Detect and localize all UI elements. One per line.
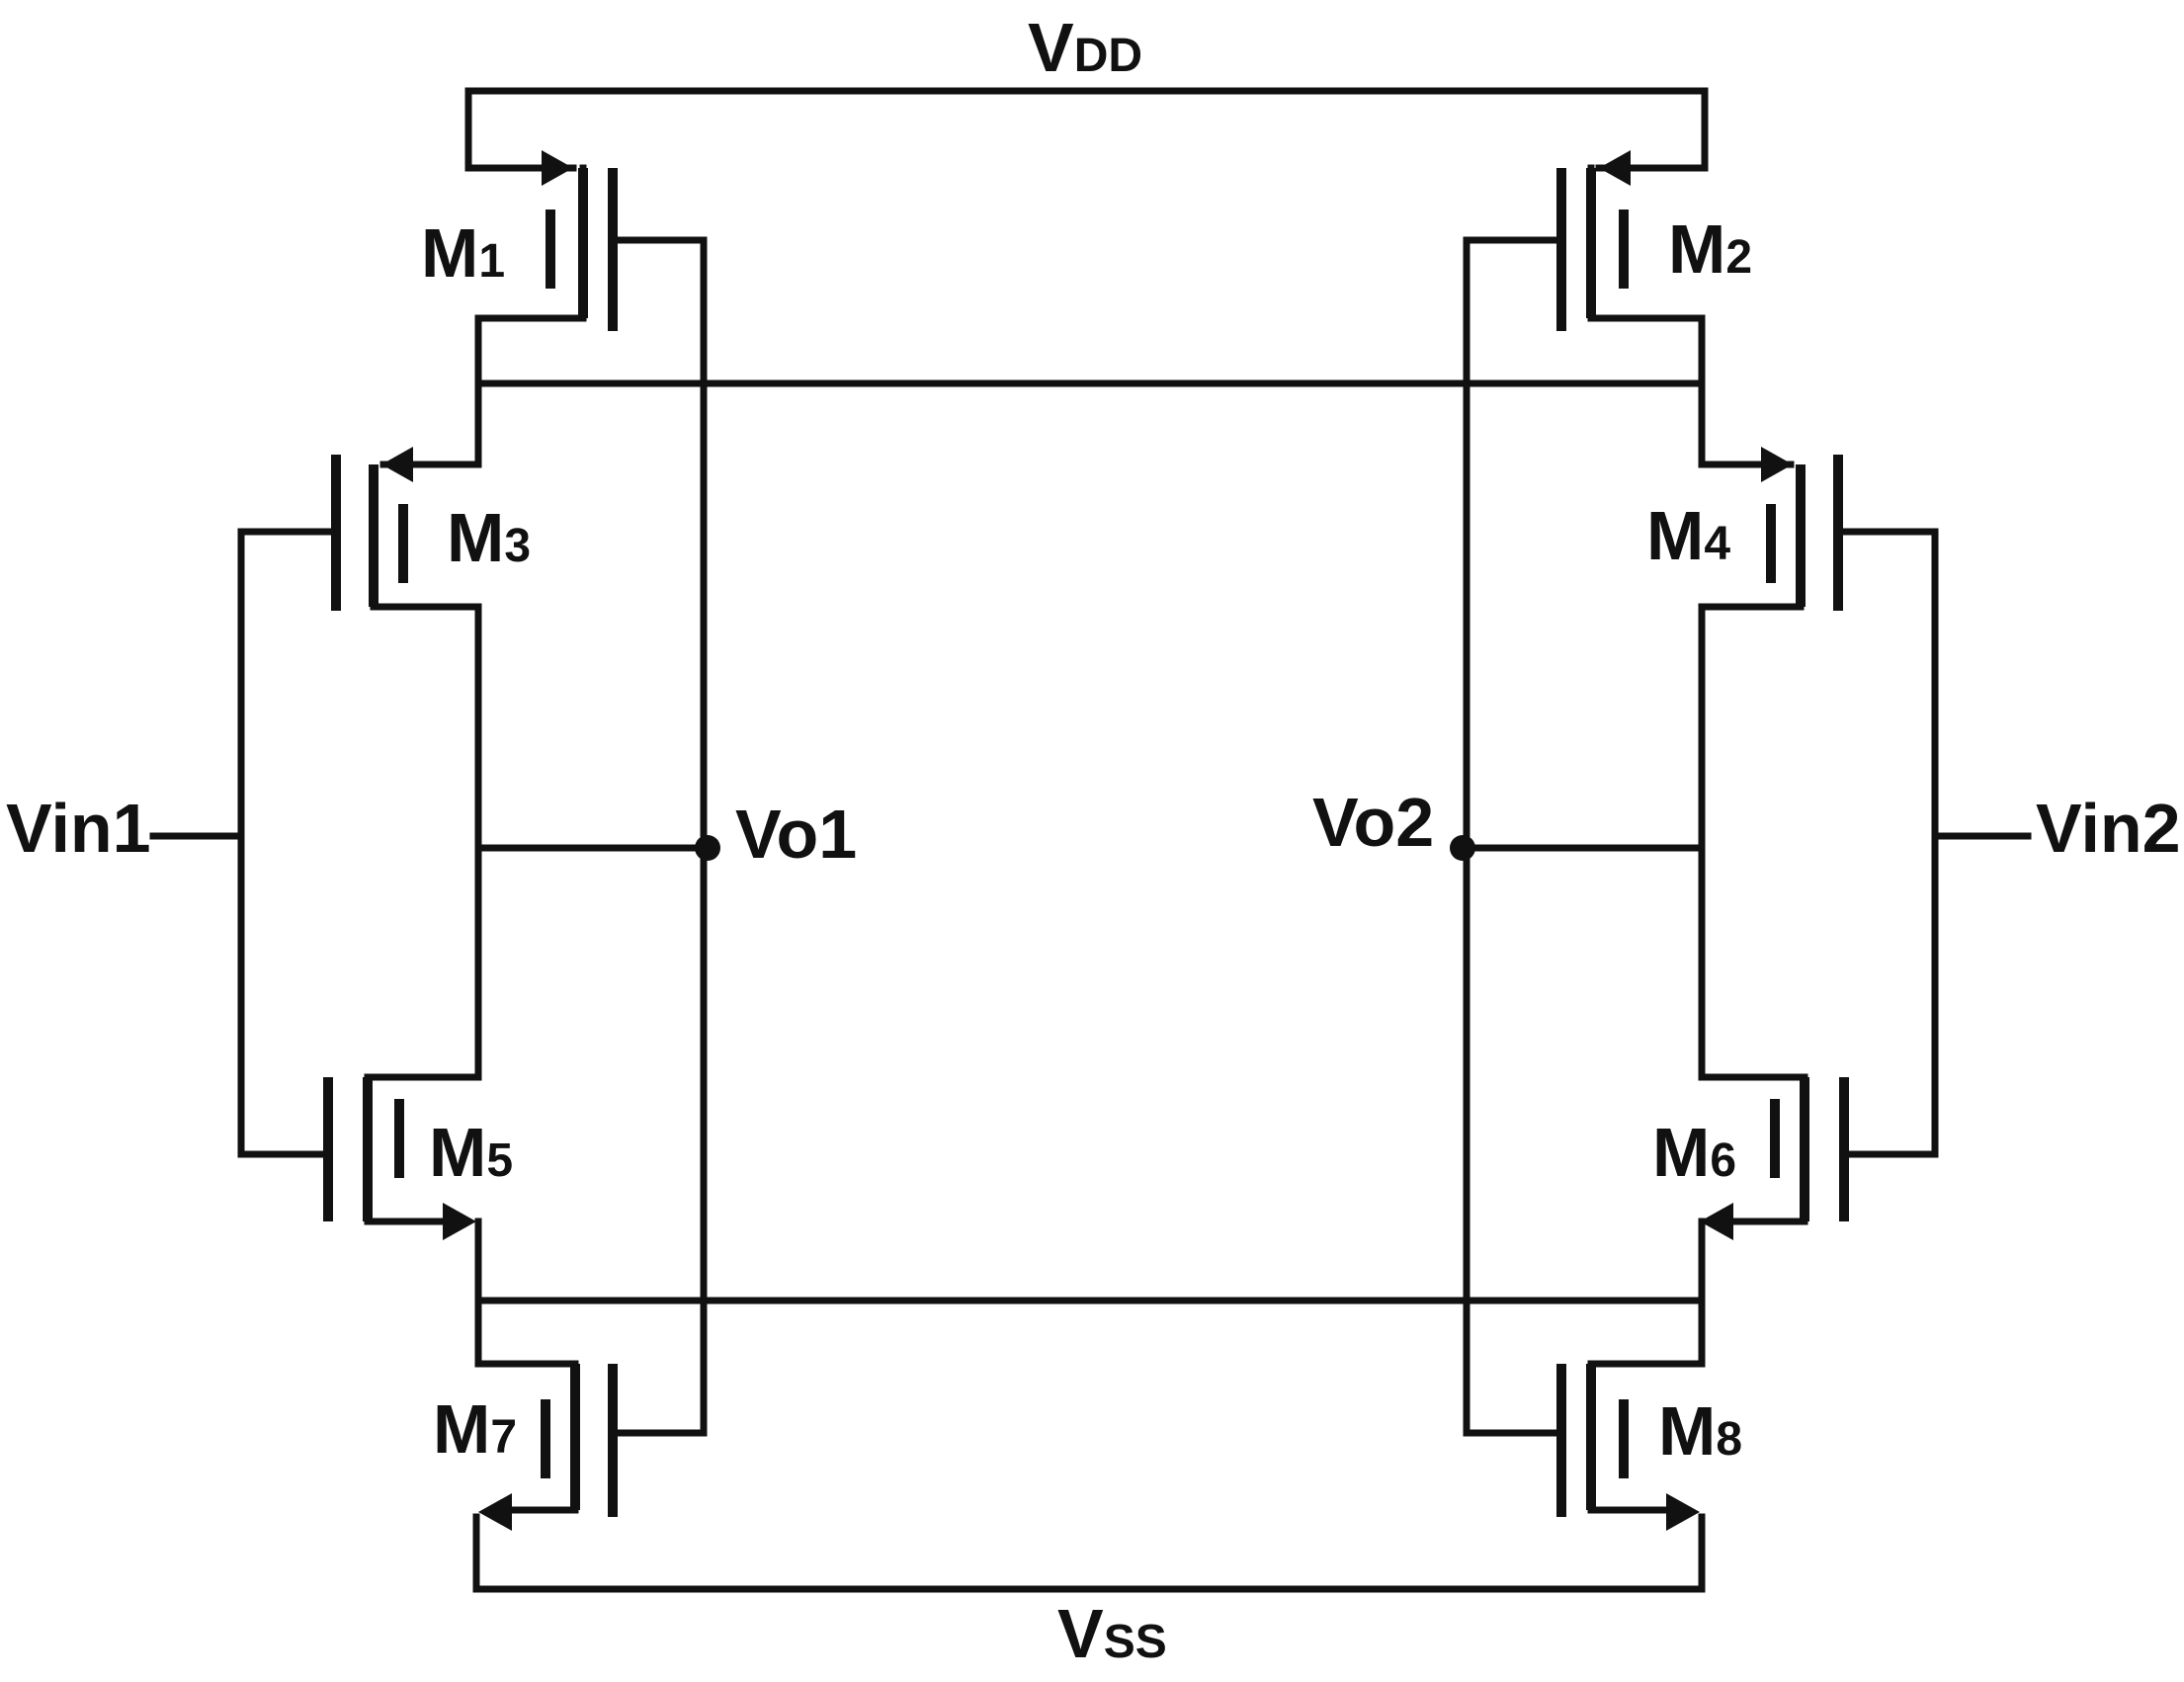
transistor-m3: [331, 379, 482, 852]
m3-label: M3: [447, 499, 531, 576]
vin2-gate-wiring: [1834, 528, 2032, 1158]
vin1-label: Vin1: [6, 790, 151, 867]
transistor-m2: [1463, 150, 1709, 852]
m6-label: M6: [1652, 1114, 1736, 1191]
transistor-m1: [464, 150, 708, 852]
transistor-m8: [1463, 844, 1706, 1531]
vo1-label: Vo1: [735, 796, 857, 873]
vo2-node: [1450, 835, 1706, 861]
vin2-label: Vin2: [2036, 790, 2181, 867]
transistor-m7: [474, 844, 708, 1531]
vss-label: VSS: [1057, 1595, 1167, 1672]
vdd-label: VDD: [1028, 9, 1142, 86]
m2-label: M2: [1668, 210, 1752, 288]
transistor-m6: [1698, 844, 1849, 1304]
vin1-gate-wiring: [149, 528, 340, 1158]
transistor-m5: [323, 844, 482, 1304]
m8-label: M8: [1658, 1392, 1742, 1470]
m4-label: M4: [1646, 497, 1730, 574]
vo1-node: [474, 835, 720, 861]
transistor-m4: [1698, 379, 1843, 852]
vo2-label: Vo2: [1312, 784, 1434, 861]
vss-rail: [472, 1513, 1706, 1593]
vdd-rail: [464, 87, 1709, 172]
m5-label: M5: [429, 1114, 513, 1191]
m1-label: M1: [421, 214, 505, 292]
m7-label: M7: [433, 1390, 517, 1468]
